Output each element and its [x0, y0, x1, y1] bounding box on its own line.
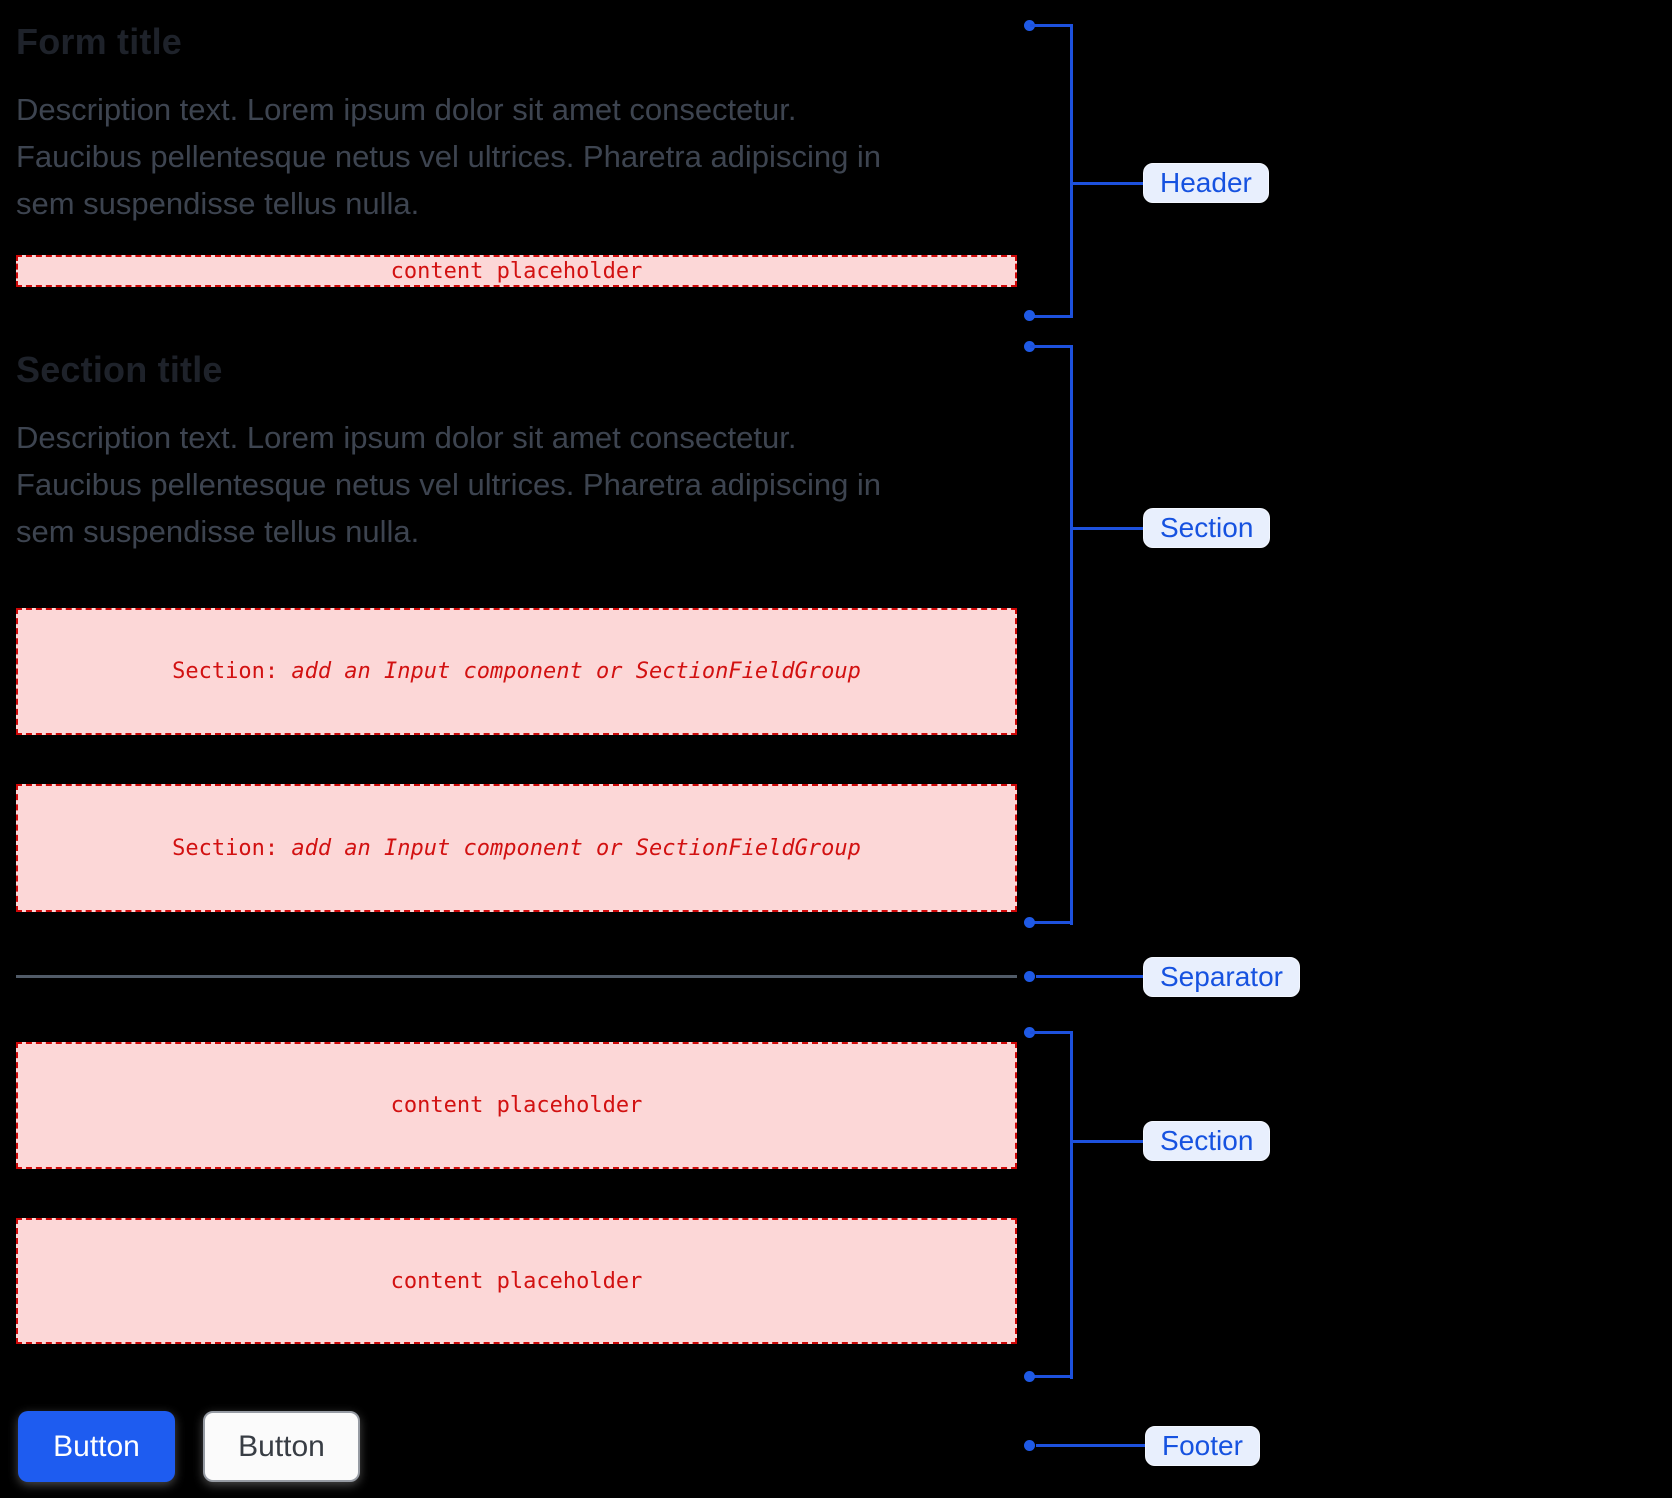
footer-dot — [1024, 1440, 1035, 1451]
label-connector-line — [1073, 1140, 1143, 1143]
bracket-line — [1030, 24, 1073, 27]
label-connector-line — [1036, 1444, 1145, 1447]
form-title: Form title — [16, 21, 183, 62]
section-content-placeholder: content placeholder — [16, 1042, 1017, 1169]
bracket-dot — [1024, 310, 1035, 321]
secondary-button[interactable]: Button — [203, 1411, 360, 1482]
separator-dot — [1024, 971, 1035, 982]
form-description-line: sem suspendisse tellus nulla. — [16, 186, 420, 221]
separator-annotation-label: Separator — [1143, 957, 1300, 997]
section-content-placeholder: content placeholder — [16, 1218, 1017, 1344]
section-input-placeholder: Section: add an Input component or Secti… — [16, 784, 1017, 912]
bracket-line — [1030, 315, 1073, 318]
placeholder-text: Section: add an Input component or Secti… — [172, 835, 861, 861]
bracket-dot — [1024, 917, 1035, 928]
bracket-line — [1030, 345, 1073, 348]
section-annotation-label: Section — [1143, 1121, 1271, 1161]
section-description-line: Description text. Lorem ipsum dolor sit … — [16, 420, 797, 455]
bracket-line — [1070, 345, 1073, 925]
placeholder-text: content placeholder — [390, 1268, 643, 1294]
section-description-line: Faucibus pellentesque netus vel ultrices… — [16, 467, 882, 502]
bracket-line — [1070, 24, 1073, 318]
label-connector-line — [1036, 975, 1143, 978]
bracket-line — [1030, 1375, 1073, 1378]
bracket-dot — [1024, 1371, 1035, 1382]
section-input-placeholder: Section: add an Input component or Secti… — [16, 608, 1017, 735]
form-description-line: Faucibus pellentesque netus vel ultrices… — [16, 139, 882, 174]
label-connector-line — [1073, 527, 1143, 530]
separator — [16, 975, 1017, 978]
bracket-line — [1030, 1031, 1073, 1034]
placeholder-text: content placeholder — [390, 1093, 643, 1118]
section-title: Section title — [16, 349, 223, 390]
form-description: Description text. Lorem ipsum dolor sit … — [16, 86, 881, 227]
section-description: Description text. Lorem ipsum dolor sit … — [16, 414, 881, 555]
primary-button[interactable]: Button — [18, 1411, 175, 1482]
bracket-dot — [1024, 20, 1035, 31]
label-connector-line — [1073, 182, 1143, 185]
header-content-placeholder: content placeholder — [16, 255, 1017, 287]
section-annotation-label: Section — [1143, 508, 1271, 548]
bracket-dot — [1024, 341, 1035, 352]
placeholder-text: Section: add an Input component or Secti… — [172, 659, 861, 684]
section-description-line: sem suspendisse tellus nulla. — [16, 514, 420, 549]
placeholder-text: content placeholder — [390, 258, 643, 284]
form-description-line: Description text. Lorem ipsum dolor sit … — [16, 92, 797, 127]
bracket-line — [1030, 921, 1073, 924]
bracket-line — [1070, 1031, 1073, 1379]
footer-annotation-label: Footer — [1145, 1426, 1260, 1466]
bracket-dot — [1024, 1027, 1035, 1038]
header-annotation-label: Header — [1143, 163, 1269, 203]
